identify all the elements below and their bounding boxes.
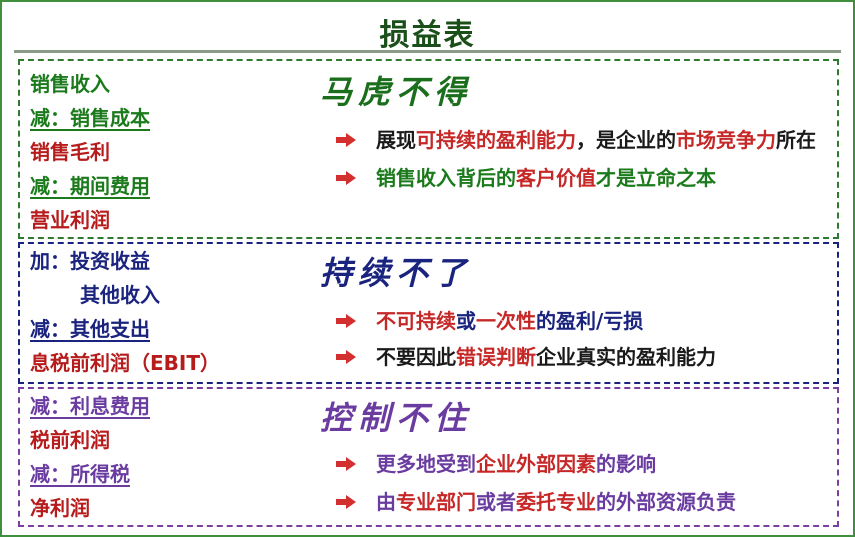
line-other-income: 其他收入 [80,283,160,307]
bullet-text: 的外部资源负责 [596,490,736,514]
bullet-highlight: 企业外部因素 [476,452,596,476]
line-period-expenses: 减：期间费用 [30,174,150,198]
arrow-right-icon [336,350,356,364]
arrow-right-icon [336,457,356,471]
bullet-text: 不要因此 [376,345,456,369]
section-heading: 持续不了 [320,254,473,292]
line-ebit: 息税前利润（EBIT） [30,351,220,375]
bullet-text: 展现 [376,128,416,152]
line-interest-expense: 减：利息费用 [30,394,150,418]
line-operating-profit: 营业利润 [30,208,110,232]
line-other-expenses: 减：其他支出 [30,317,150,341]
bullet-text: 由 [376,490,396,514]
bullet-highlight: 客户价值 [516,166,596,190]
arrow-right-icon [336,314,356,328]
bullet-text: 或 [456,309,476,333]
bullet-text: 或者 [476,490,516,514]
line-pretax-profit: 税前利润 [30,428,110,452]
bullet-list: 展现可持续的盈利能力，是企业的市场竞争力所在 销售收入背后的客户价值才是立命之本 [336,125,826,193]
arrow-right-icon [336,495,356,509]
bullet-text: 的盈利/亏损 [536,309,644,333]
bullet-text: 才是立命之本 [596,166,716,190]
bullet-highlight: 一次性 [476,309,536,333]
title-divider [14,50,841,53]
bullet-text: ，是企业的 [576,128,676,152]
section-operating: 销售收入 减：销售成本 销售毛利 减：期间费用 营业利润 马虎不得 展现可持续的… [18,59,839,239]
statement-lines: 加：投资收益 其他收入 减：其他支出 息税前利润（EBIT） [30,244,220,380]
arrow-right-icon [336,133,356,147]
bullet-highlight: 委托专业 [516,490,596,514]
bullet-list: 不可持续或一次性的盈利/亏损 不要因此错误判断企业真实的盈利能力 [336,306,836,372]
line-income-tax: 减：所得税 [30,462,130,486]
bullet-item: 更多地受到企业外部因素的影响 [336,449,836,479]
line-cost-of-sales: 减：销售成本 [30,106,150,130]
bullet-text: 销售收入背后的 [376,166,516,190]
section-non-operating: 加：投资收益 其他收入 减：其他支出 息税前利润（EBIT） 持续不了 不可持续… [18,242,839,384]
bullet-highlight: 错误判断 [456,345,536,369]
statement-lines: 减：利息费用 税前利润 减：所得税 净利润 [30,389,150,525]
bullet-highlight: 专业部门 [396,490,476,514]
bullet-text: 更多地受到 [376,452,476,476]
bullet-highlight: 市场竞争力 [676,128,776,152]
bullet-item: 销售收入背后的客户价值才是立命之本 [336,163,826,193]
bullet-highlight: 不可持续 [376,309,456,333]
section-financing-tax: 减：利息费用 税前利润 减：所得税 净利润 控制不住 更多地受到企业外部因素的影… [18,387,839,527]
bullet-highlight: 可持续的盈利能力 [416,128,576,152]
line-investment-income: 加：投资收益 [30,249,150,273]
arrow-right-icon [336,171,356,185]
bullet-item: 由专业部门或者委托专业的外部资源负责 [336,487,836,517]
line-sales-revenue: 销售收入 [30,72,110,96]
section-heading: 马虎不得 [320,73,473,111]
bullet-item: 不可持续或一次性的盈利/亏损 [336,306,836,336]
bullet-list: 更多地受到企业外部因素的影响 由专业部门或者委托专业的外部资源负责 [336,449,836,517]
bullet-text: 所在 [776,128,816,152]
line-net-profit: 净利润 [30,496,90,520]
statement-lines: 销售收入 减：销售成本 销售毛利 减：期间费用 营业利润 [30,67,150,237]
bullet-item: 展现可持续的盈利能力，是企业的市场竞争力所在 [336,125,826,155]
bullet-item: 不要因此错误判断企业真实的盈利能力 [336,342,836,372]
line-gross-profit: 销售毛利 [30,140,110,164]
bullet-text: 企业真实的盈利能力 [536,345,716,369]
section-heading: 控制不住 [320,399,473,437]
bullet-text: 的影响 [596,452,656,476]
page-title: 损益表 [379,18,476,53]
